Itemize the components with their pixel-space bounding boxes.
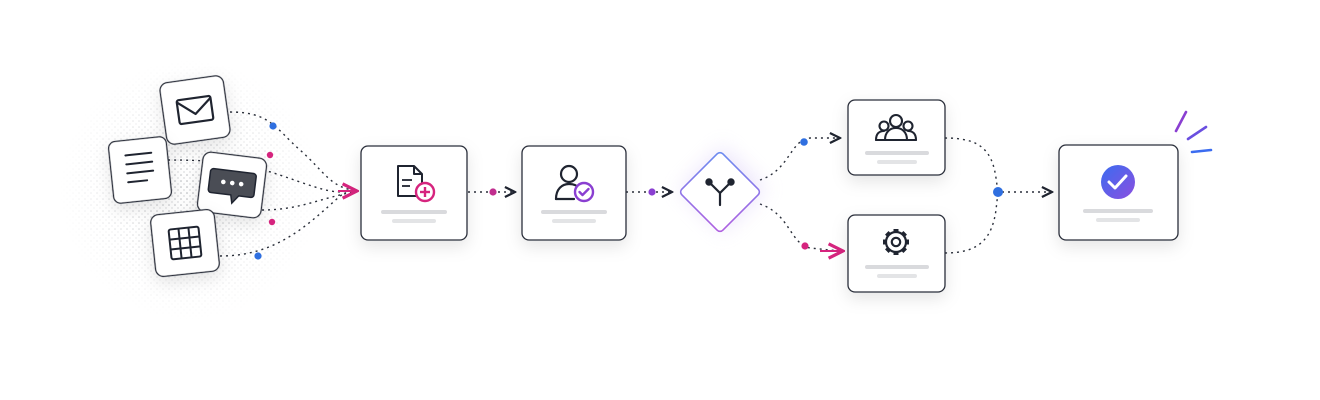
table-grid-icon: [167, 225, 203, 261]
placeholder-bar: [381, 210, 447, 214]
team-icon: [874, 113, 918, 142]
split-decision-node: [679, 146, 766, 233]
connector-dot-purple: [648, 188, 656, 196]
connector-dot-blue-2: [254, 252, 262, 260]
envelope-icon: [175, 94, 215, 126]
branch-fork-icon: [705, 178, 735, 207]
source-tile-email: [159, 75, 231, 145]
placeholder-bar: [865, 265, 929, 269]
chat-bubble-icon: [207, 167, 257, 205]
merge-dot: [993, 187, 1003, 197]
document-plus-icon: [397, 165, 436, 203]
connector-dot-magenta-4: [801, 242, 809, 250]
placeholder-bar: [877, 160, 917, 164]
placeholder-bar: [541, 210, 607, 214]
check-circle-icon: [1101, 165, 1135, 199]
step-card-verify-user: [521, 145, 627, 241]
placeholder-bar: [865, 151, 929, 155]
source-tile-spreadsheet: [150, 208, 220, 278]
connector-chat-to-document: [261, 190, 359, 211]
placeholder-bar: [877, 274, 917, 278]
placeholder-bar: [552, 219, 596, 223]
step-card-settings: [847, 214, 946, 293]
connector-dot-blue: [269, 122, 277, 130]
connector-dot-magenta-3: [489, 188, 497, 196]
connector-settings-to-merge: [944, 191, 999, 254]
connector-split-to-settings: [759, 203, 841, 252]
placeholder-bar: [1083, 209, 1153, 213]
user-check-icon: [554, 164, 595, 203]
connector-dot-blue-3: [800, 138, 808, 146]
connector-team-to-merge: [944, 137, 999, 193]
source-tile-chat: [196, 151, 268, 219]
connector-email-to-document: [229, 111, 359, 192]
placeholder-bar: [1096, 218, 1140, 222]
connector-dot-magenta: [266, 151, 274, 159]
connector-dot-magenta-2: [268, 218, 276, 226]
connector-split-to-team: [759, 138, 840, 181]
step-card-create-document: [360, 145, 468, 241]
gear-icon: [883, 229, 909, 255]
connector-table-to-document: [219, 187, 359, 257]
sparkle-lines: [1174, 110, 1213, 154]
step-card-team: [847, 99, 946, 176]
source-tile-document: [107, 136, 173, 204]
step-card-done: [1058, 144, 1179, 241]
placeholder-bar: [392, 219, 436, 223]
text-lines-icon: [124, 151, 155, 184]
